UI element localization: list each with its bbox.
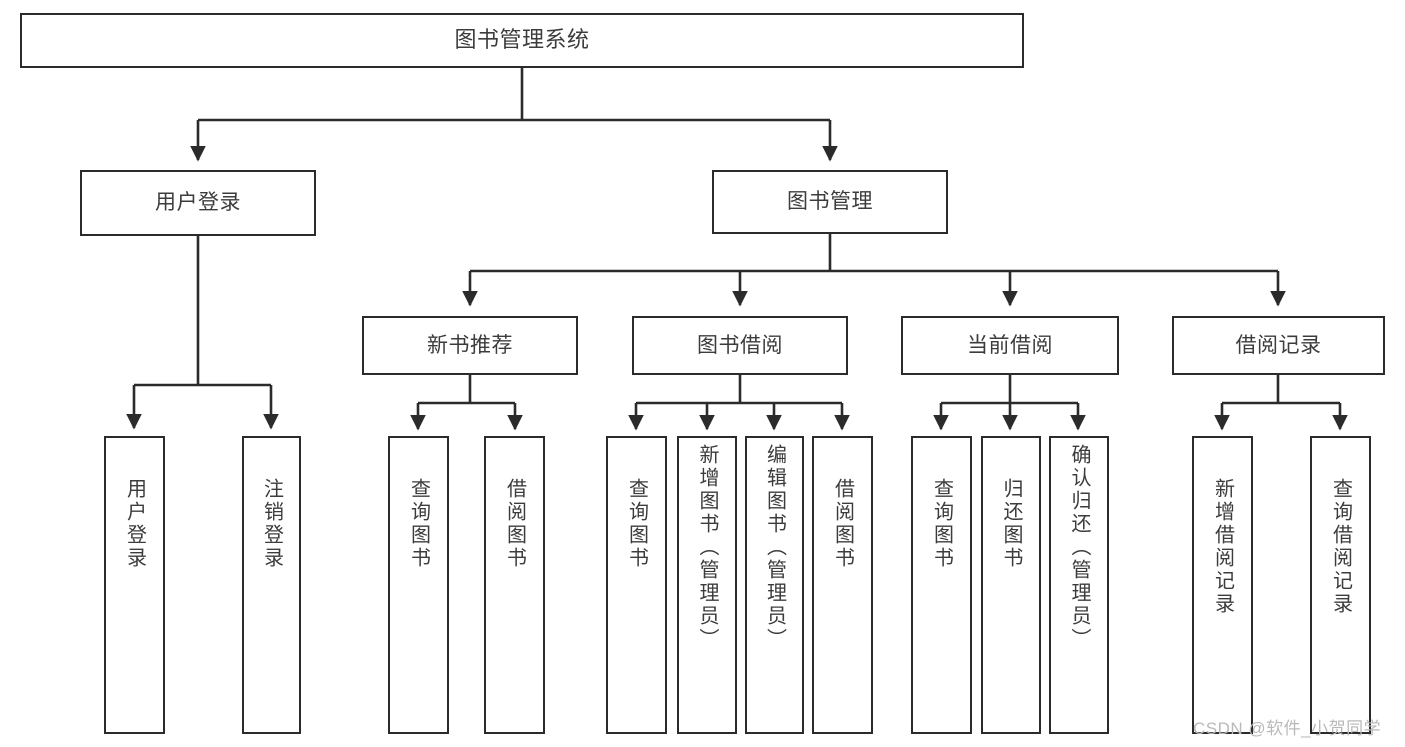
node-root-label: 图书管理系统 <box>454 27 590 53</box>
node-leaf-logout-login[interactable]: 注销登录 <box>242 436 301 734</box>
node-leaf-return-book[interactable]: 归还图书 <box>981 436 1041 734</box>
node-leaf-query-book-2-label: 查询图书 <box>625 478 648 570</box>
node-leaf-edit-book-label: 编辑图书（管理员） <box>763 444 786 651</box>
node-leaf-query-book-1[interactable]: 查询图书 <box>388 436 449 734</box>
node-book-borrow[interactable]: 图书借阅 <box>632 316 848 375</box>
node-leaf-return-book-label: 归还图书 <box>1000 478 1022 570</box>
node-new-book-recommend[interactable]: 新书推荐 <box>362 316 578 375</box>
node-current-borrow-label: 当前借阅 <box>967 333 1053 357</box>
node-book-manage-label: 图书管理 <box>787 190 873 214</box>
node-leaf-add-record[interactable]: 新增借阅记录 <box>1192 436 1253 734</box>
node-leaf-query-book-3-label: 查询图书 <box>930 478 953 570</box>
node-leaf-add-book-label: 新增图书（管理员） <box>696 444 718 651</box>
node-leaf-query-book-3[interactable]: 查询图书 <box>911 436 972 734</box>
node-leaf-logout-login-label: 注销登录 <box>260 478 283 570</box>
node-root[interactable]: 图书管理系统 <box>20 13 1024 68</box>
node-leaf-borrow-book-2-label: 借阅图书 <box>831 478 854 570</box>
node-borrow-record-label: 借阅记录 <box>1235 333 1322 357</box>
node-leaf-borrow-book-1[interactable]: 借阅图书 <box>484 436 545 734</box>
node-leaf-add-book[interactable]: 新增图书（管理员） <box>677 436 737 734</box>
node-leaf-confirm-return[interactable]: 确认归还（管理员） <box>1049 436 1109 734</box>
node-leaf-edit-book[interactable]: 编辑图书（管理员） <box>745 436 804 734</box>
csdn-watermark: CSDN @软件_小贺同学 <box>1193 719 1382 738</box>
node-leaf-user-login[interactable]: 用户登录 <box>104 436 165 734</box>
node-leaf-confirm-return-label: 确认归还（管理员） <box>1068 444 1090 651</box>
node-new-book-recommend-label: 新书推荐 <box>427 333 513 357</box>
node-book-manage[interactable]: 图书管理 <box>712 170 948 234</box>
node-user-login[interactable]: 用户登录 <box>80 170 316 236</box>
node-leaf-query-book-1-label: 查询图书 <box>407 478 430 570</box>
node-leaf-user-login-label: 用户登录 <box>123 478 146 570</box>
node-leaf-borrow-book-1-label: 借阅图书 <box>503 478 526 570</box>
node-user-login-label: 用户登录 <box>155 191 241 215</box>
node-leaf-add-record-label: 新增借阅记录 <box>1211 478 1234 616</box>
node-current-borrow[interactable]: 当前借阅 <box>901 316 1119 375</box>
node-book-borrow-label: 图书借阅 <box>697 333 783 357</box>
node-leaf-borrow-book-2[interactable]: 借阅图书 <box>812 436 873 734</box>
node-leaf-query-book-2[interactable]: 查询图书 <box>606 436 667 734</box>
node-borrow-record[interactable]: 借阅记录 <box>1172 316 1385 375</box>
node-leaf-query-record-label: 查询借阅记录 <box>1329 478 1352 616</box>
node-leaf-query-record[interactable]: 查询借阅记录 <box>1310 436 1371 734</box>
